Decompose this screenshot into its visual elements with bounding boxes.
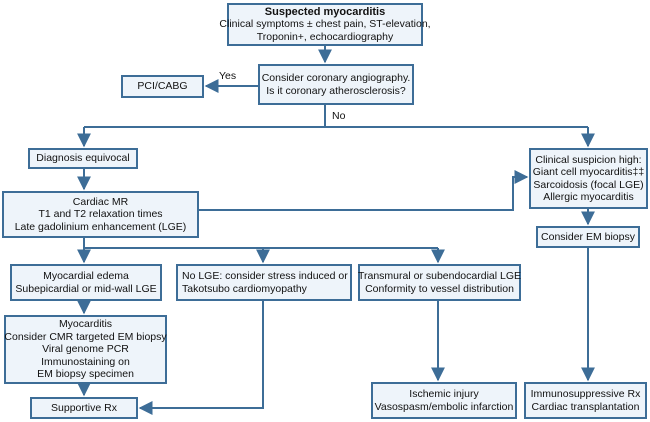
node-line: Supportive Rx [51,401,117,414]
node-line: Myocardial edema [43,270,129,282]
node-line: Cardiac transplantation [531,400,640,413]
node-line: Ischemic injury [409,388,479,400]
arrow-cmr-to-high [199,170,529,211]
node-supportive-rx: Supportive Rx [30,397,138,419]
node-line: Consider CMR targeted EM biopsy [4,330,167,343]
node-myocardial-edema: Myocardial edema Subepicardial or mid-wa… [10,264,162,301]
node-line: Cardiac MR [72,195,129,208]
node-line: Takotsubo cardiomyopathy [182,282,307,295]
node-line: Consider EM biopsy [541,230,635,243]
node-line: Clinical symptoms ± chest pain, ST-eleva… [219,18,431,31]
node-line: Immunosuppressive Rx [530,388,641,400]
node-title: Suspected myocarditis [264,5,386,18]
node-suspected-myocarditis: Suspected myocarditis Clinical symptoms … [219,3,431,46]
node-line: Viral genome PCR [42,343,129,356]
node-line: Subepicardial or mid-wall LGE [15,282,157,295]
node-diagnosis-equivocal: Diagnosis equivocal [28,148,138,169]
node-line: Late gadolinium enhancement (LGE) [14,220,187,233]
node-line: Immunostaining on [41,355,130,368]
node-line: Giant cell myocarditis‡‡ [532,166,645,178]
node-clinical-suspicion-high: Clinical suspicion high: Giant cell myoc… [529,148,648,209]
node-line: Is it coronary atherosclerosis? [266,84,406,97]
label-no: No [332,110,346,122]
node-line: Myocarditis [58,318,113,331]
node-cardiac-mr: Cardiac MR T1 and T2 relaxation times La… [2,191,199,238]
node-no-lge: No LGE: consider stress induced or Takot… [176,264,352,301]
node-coronary-angiography: Consider coronary angiography. Is it cor… [258,64,414,105]
node-line: Allergic myocarditis [543,191,634,203]
node-pci-cabg: PCI/CABG [121,75,204,98]
node-line: No LGE: consider stress induced or [182,270,348,282]
node-myocarditis: Myocarditis Consider CMR targeted EM bio… [4,315,167,384]
node-line: Diagnosis equivocal [36,152,130,165]
node-ischemic-injury: Ischemic injury Vasospasm/embolic infarc… [371,382,517,419]
node-line: EM biopsy specimen [37,368,134,381]
node-line: Vasospasm/embolic infarction [374,400,514,413]
node-line: Transmural or subendocardial LGE [357,270,522,282]
node-line: Troponin+, echocardiography [256,30,394,43]
node-transmural-lge: Transmural or subendocardial LGE Conform… [358,264,521,301]
node-line: T1 and T2 relaxation times [38,208,163,221]
node-line: Clinical suspicion high: [535,153,642,166]
node-line: Conformity to vessel distribution [365,282,514,295]
arrow-no-lge-to-supportive [138,301,264,415]
node-immunosuppressive-rx: Immunosuppressive Rx Cardiac transplanta… [524,382,647,419]
node-line: Consider coronary angiography. [261,72,411,84]
node-consider-em-biopsy: Consider EM biopsy [536,226,640,248]
node-line: Sarcoidosis (focal LGE) [533,178,644,191]
label-yes: Yes [219,70,237,82]
node-line: PCI/CABG [137,80,188,93]
